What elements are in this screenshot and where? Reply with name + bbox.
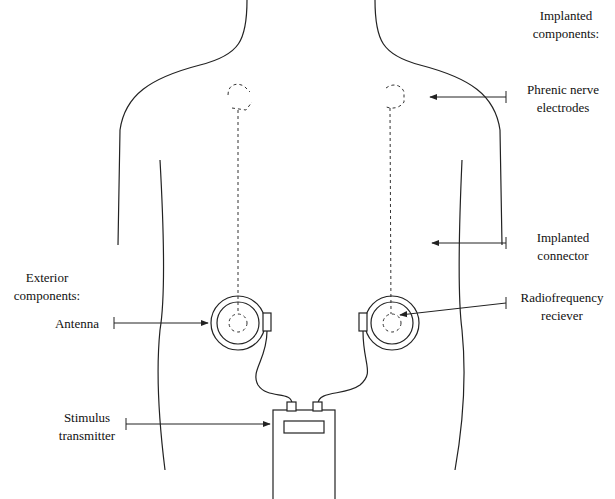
transmitter-plug — [287, 402, 296, 411]
leader-line — [432, 243, 506, 244]
part-label: Stimulus transmitter — [59, 410, 115, 443]
part-label: Implanted connector — [537, 230, 590, 263]
antenna-plug — [263, 313, 271, 331]
leader-line — [400, 303, 506, 315]
antenna-ring — [211, 296, 265, 350]
leader-tick — [114, 317, 115, 329]
part-label: Exterior components: — [14, 270, 80, 303]
implanted-wire — [390, 108, 391, 314]
leader-tick — [506, 237, 507, 249]
part-label: Antenna — [55, 316, 99, 331]
label-box: Radiofrequency reciever — [512, 288, 612, 324]
antenna-ring — [365, 296, 419, 350]
transmitter-plug — [313, 402, 322, 411]
label-box: Antenna — [44, 314, 110, 332]
body-outline — [455, 160, 464, 470]
cable — [256, 331, 292, 404]
label-box: Implanted components: — [520, 6, 612, 42]
antenna-ring — [371, 302, 413, 344]
leader-tick — [506, 91, 507, 103]
body-outline — [375, 0, 502, 245]
antenna-plug — [359, 313, 367, 331]
leader-line — [114, 323, 208, 324]
body-outline — [118, 0, 247, 245]
implanted-wire — [238, 110, 239, 314]
leader-tick — [126, 418, 127, 430]
label-box: Exterior components: — [2, 268, 92, 304]
label-box: Phrenic nerve electrodes — [514, 80, 612, 116]
electrode — [228, 84, 252, 110]
antenna-ring — [217, 302, 259, 344]
leader-line — [430, 97, 506, 98]
leader-line — [126, 424, 270, 425]
part-label: Phrenic nerve electrodes — [527, 82, 599, 115]
electrode — [384, 85, 404, 108]
transmitter-display — [284, 421, 324, 433]
cable — [318, 331, 368, 404]
label-box: Implanted connector — [514, 228, 612, 264]
receiver — [229, 314, 247, 332]
label-box: Stimulus transmitter — [50, 408, 124, 444]
transmitter-case — [273, 410, 335, 499]
receiver — [383, 314, 401, 332]
part-label: Radiofrequency reciever — [520, 290, 603, 323]
leader-tick — [506, 297, 507, 309]
part-label: Implanted components: — [533, 8, 599, 41]
